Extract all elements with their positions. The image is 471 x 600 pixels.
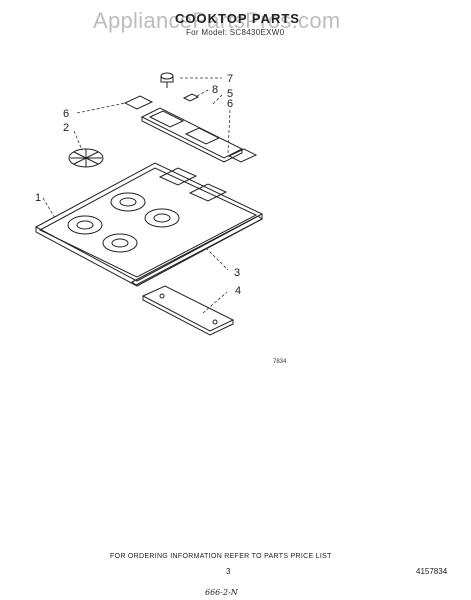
diagram-code: 7834	[273, 359, 287, 365]
callout-3: 3	[234, 267, 240, 279]
end-caps	[123, 95, 258, 163]
ordering-note: FOR ORDERING INFORMATION REFER TO PARTS …	[110, 553, 332, 560]
cooktop-panel	[34, 162, 264, 287]
model-subtitle: For Model: SC8430EXW0	[186, 28, 285, 37]
callout-5: 5	[227, 88, 233, 100]
rear-trim-panel	[140, 107, 244, 163]
callout-4: 4	[235, 285, 241, 297]
callout-2: 2	[63, 122, 69, 134]
callout-8: 8	[212, 84, 218, 96]
callout-6-right: 6	[227, 98, 233, 110]
callout-7: 7	[227, 73, 233, 85]
front-trim-strip	[131, 215, 263, 286]
watermark: AppliancePartsPros.com	[93, 8, 341, 33]
bottom-bracket	[141, 285, 235, 336]
handwritten-note: 666-2-N	[205, 588, 238, 597]
page-number: 3	[226, 567, 231, 576]
leader-lines	[42, 77, 231, 314]
burner-grate	[68, 148, 104, 168]
valve-fitting	[160, 72, 174, 88]
callout-6-left: 6	[63, 108, 69, 120]
small-clip	[182, 93, 200, 102]
document-number: 4157834	[416, 567, 448, 576]
callout-1: 1	[35, 192, 41, 204]
page-title: COOKTOP PARTS	[175, 11, 300, 26]
